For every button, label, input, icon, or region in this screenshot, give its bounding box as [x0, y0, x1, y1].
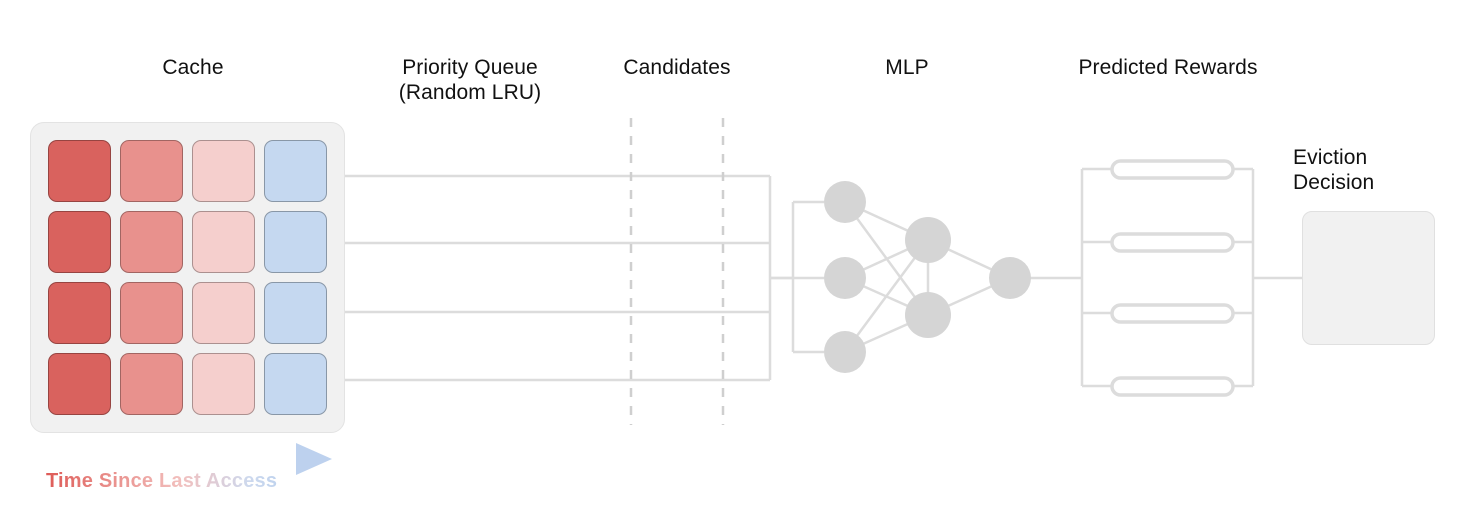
time-since-last-access-label: Time Since Last Access: [46, 470, 278, 492]
cache-grid: [48, 140, 327, 415]
predicted-reward-pill-3: [1110, 303, 1235, 324]
predicted-reward-pill-1: [1110, 159, 1235, 180]
mlp-input-node-3: [824, 331, 866, 373]
cache-cell-r4-c2[interactable]: [120, 353, 183, 415]
cache-cell-r3-c1[interactable]: [48, 282, 111, 344]
cache-cell-r3-c2[interactable]: [120, 282, 183, 344]
cache-cell-r1-c3[interactable]: [192, 140, 255, 202]
mlp-hidden-node-1: [905, 217, 951, 263]
header-candidates: Candidates: [623, 56, 731, 79]
cache-cell-r1-c1[interactable]: [48, 140, 111, 202]
header-mlp: MLP: [885, 56, 929, 79]
header-predicted-rewards: Predicted Rewards: [1078, 56, 1258, 79]
cache-cell-r3-c3[interactable]: [192, 282, 255, 344]
cache-cell-r4-c4[interactable]: [264, 353, 327, 415]
cache-cell-r1-c4[interactable]: [264, 140, 327, 202]
predicted-reward-pills: [1110, 159, 1235, 397]
eviction-decision-box: [1302, 211, 1435, 345]
cache-cell-r3-c4[interactable]: [264, 282, 327, 344]
mlp-hidden-node-2: [905, 292, 951, 338]
mlp-output-node-1: [989, 257, 1031, 299]
predicted-reward-pill-2: [1110, 232, 1235, 253]
cache-cell-r1-c2[interactable]: [120, 140, 183, 202]
predicted-reward-pill-4: [1110, 376, 1235, 397]
mlp-input-node-2: [824, 257, 866, 299]
cache-cell-r4-c1[interactable]: [48, 353, 111, 415]
mlp-edge-i3-h1: [843, 239, 930, 353]
header-eviction-decision: Eviction Decision: [1293, 146, 1375, 194]
header-priority-queue: Priority Queue (Random LRU): [398, 56, 542, 104]
cache-cell-r2-c4[interactable]: [264, 211, 327, 273]
cache-cell-r2-c2[interactable]: [120, 211, 183, 273]
header-cache: Cache: [162, 56, 224, 79]
cache-cell-r2-c1[interactable]: [48, 211, 111, 273]
cache-cell-r2-c3[interactable]: [192, 211, 255, 273]
cache-cell-r4-c3[interactable]: [192, 353, 255, 415]
mlp-input-node-1: [824, 181, 866, 223]
mlp-nodes: [824, 181, 1031, 373]
